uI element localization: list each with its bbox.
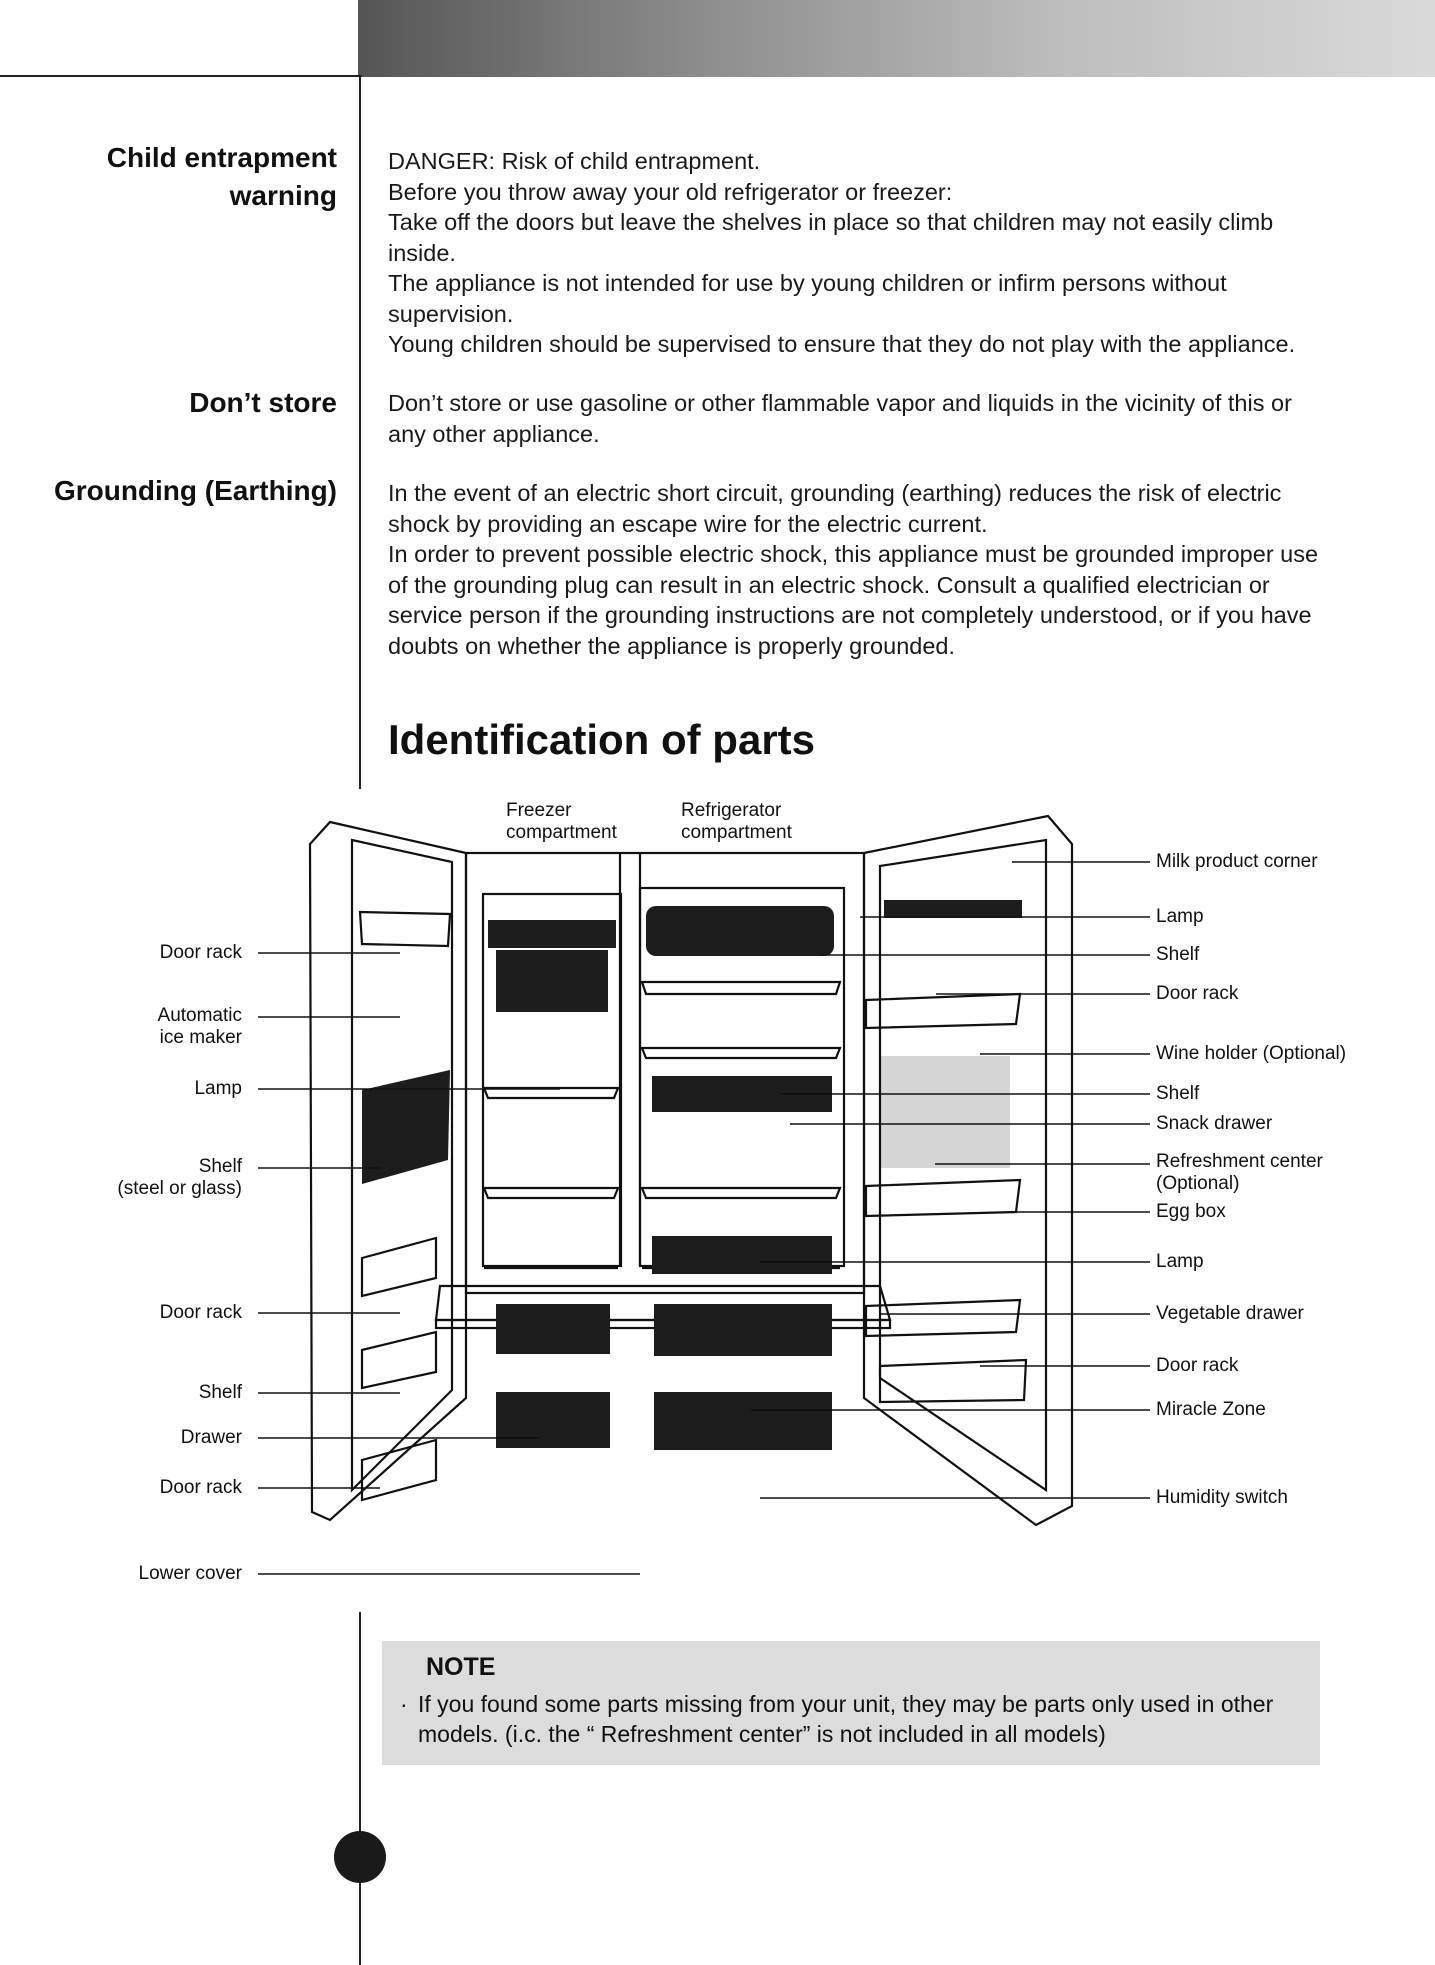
label-door-rack-right-2: Door rack xyxy=(1156,1355,1238,1377)
label-line: Lamp xyxy=(1156,1251,1204,1272)
label-line: Shelf xyxy=(1156,1083,1200,1104)
label-line: Egg box xyxy=(1156,1201,1226,1222)
label-line: Door rack xyxy=(1156,983,1239,1004)
note-text: · If you found some parts missing from y… xyxy=(400,1689,1300,1749)
section-body-child-entrapment: DANGER: Risk of child entrapment. Before… xyxy=(388,146,1328,360)
section-heading-dont-store: Don’t store xyxy=(17,384,337,422)
label-line: Vegetable drawer xyxy=(1156,1303,1304,1324)
paragraph: Before you throw away your old refrigera… xyxy=(388,178,953,205)
label-line: Shelf xyxy=(198,1382,242,1403)
label-egg-box: Egg box xyxy=(1156,1201,1226,1223)
header-rule xyxy=(0,75,362,77)
label-line: Automatic xyxy=(157,1005,242,1026)
label-line: Door rack xyxy=(159,1302,242,1323)
label-line: (Optional) xyxy=(1156,1173,1240,1194)
label-line: ice maker xyxy=(159,1027,242,1048)
paragraph: Don’t store or use gasoline or other fla… xyxy=(388,390,1292,447)
label-milk-product-corner: Milk product corner xyxy=(1156,851,1318,873)
label-lamp-left: Lamp xyxy=(194,1078,242,1100)
label-line: Wine holder (Optional) xyxy=(1156,1043,1347,1064)
paragraph: Young children should be supervised to e… xyxy=(388,331,1296,357)
label-shelf-right-2: Shelf xyxy=(1156,1083,1199,1105)
label-lamp-right-1: Lamp xyxy=(1156,906,1204,928)
heading-line: Grounding (Earthing) xyxy=(53,475,337,506)
note-box: NOTE · If you found some parts missing f… xyxy=(382,1641,1320,1765)
label-freezer-compartment: Freezer compartment xyxy=(506,800,617,844)
note-title: NOTE xyxy=(426,1653,496,1681)
label-door-rack-left-3: Door rack xyxy=(160,1477,242,1499)
label-line: Lamp xyxy=(1156,906,1204,927)
note-body: If you found some parts missing from you… xyxy=(418,1691,1274,1747)
label-line: Door rack xyxy=(159,1477,242,1498)
vertical-rule xyxy=(359,77,361,789)
label-line: Miracle Zone xyxy=(1156,1399,1266,1420)
heading-line: Child entrapment xyxy=(106,142,337,173)
page-marker-dot xyxy=(334,1831,386,1883)
label-line: Humidity switch xyxy=(1156,1487,1288,1508)
refrigerator-parts-diagram: Freezer compartment Refrigerator compart… xyxy=(0,800,1435,1590)
label-line: Drawer xyxy=(180,1427,242,1448)
label-line: Door rack xyxy=(159,942,242,963)
label-snack-drawer: Snack drawer xyxy=(1156,1113,1272,1135)
section-body-grounding: In the event of an electric short circui… xyxy=(388,478,1328,661)
heading-line: warning xyxy=(229,180,337,211)
label-miracle-zone: Miracle Zone xyxy=(1156,1399,1266,1421)
label-line: compartment xyxy=(506,822,617,843)
header-gradient-band xyxy=(358,0,1435,77)
paragraph: The appliance is not intended for use by… xyxy=(388,270,1227,327)
label-wine-holder: Wine holder (Optional) xyxy=(1156,1043,1346,1065)
label-automatic-ice-maker: Automatic ice maker xyxy=(158,1005,242,1049)
refrigerator-illustration xyxy=(258,814,1150,1575)
label-lower-cover: Lower cover xyxy=(139,1563,243,1585)
paragraph: Take off the doors but leave the shelves… xyxy=(388,209,1274,266)
label-refreshment-center: Refreshment center (Optional) xyxy=(1156,1151,1323,1195)
paragraph: In the event of an electric short circui… xyxy=(388,480,1282,537)
label-refrigerator-compartment: Refrigerator compartment xyxy=(681,800,792,844)
label-line: (steel or glass) xyxy=(117,1178,242,1199)
label-shelf-steel-or-glass: Shelf (steel or glass) xyxy=(117,1156,242,1200)
heading-line: Don’t store xyxy=(189,387,337,418)
label-lamp-right-2: Lamp xyxy=(1156,1251,1204,1273)
label-vegetable-drawer: Vegetable drawer xyxy=(1156,1303,1304,1325)
label-line: compartment xyxy=(681,822,792,843)
label-line: Shelf xyxy=(1156,944,1200,965)
label-line: Freezer xyxy=(506,800,572,821)
label-door-rack-right-1: Door rack xyxy=(1156,983,1238,1005)
identification-title: Identification of parts xyxy=(388,716,816,763)
label-line: Snack drawer xyxy=(1156,1113,1273,1134)
label-line: Lamp xyxy=(194,1078,242,1099)
paragraph: In order to prevent possible electric sh… xyxy=(388,541,1319,659)
label-line: Lower cover xyxy=(138,1563,243,1584)
vertical-rule-lower xyxy=(359,1612,361,1965)
label-line: Refrigerator xyxy=(681,800,782,821)
label-line: Shelf xyxy=(198,1156,242,1177)
section-body-dont-store: Don’t store or use gasoline or other fla… xyxy=(388,388,1328,449)
label-shelf-left: Shelf xyxy=(199,1382,242,1404)
paragraph: DANGER: Risk of child entrapment. xyxy=(388,148,761,174)
label-line: Milk product corner xyxy=(1156,851,1318,872)
section-heading-child-entrapment: Child entrapment warning xyxy=(17,139,337,215)
label-drawer: Drawer xyxy=(181,1427,242,1449)
section-heading-grounding: Grounding (Earthing) xyxy=(17,472,337,510)
label-line: Refreshment center xyxy=(1156,1151,1323,1172)
label-line: Door rack xyxy=(1156,1355,1239,1376)
label-shelf-right-1: Shelf xyxy=(1156,944,1199,966)
note-bullet: · xyxy=(400,1691,408,1717)
label-humidity-switch: Humidity switch xyxy=(1156,1487,1288,1509)
label-door-rack-left-1: Door rack xyxy=(160,942,242,964)
label-door-rack-left-2: Door rack xyxy=(160,1302,242,1324)
